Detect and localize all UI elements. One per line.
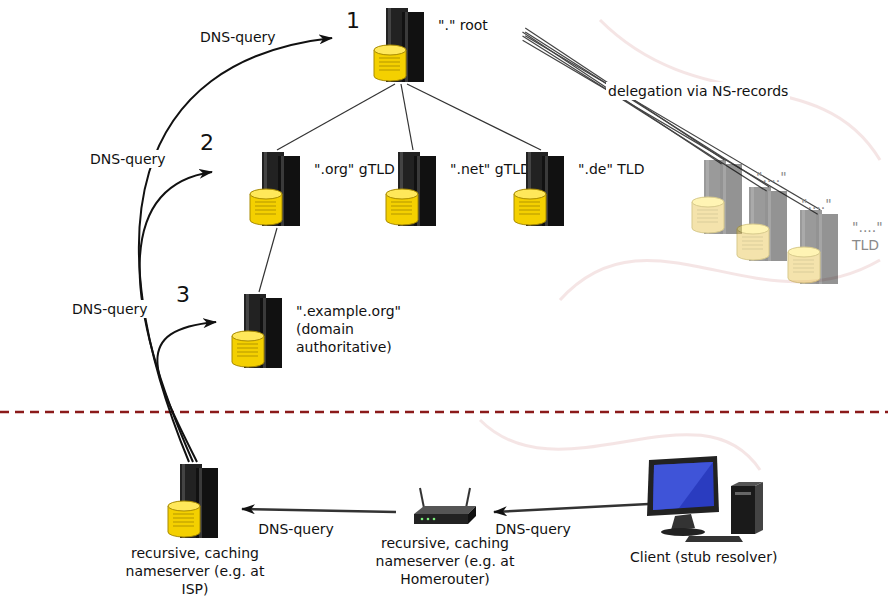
hierarchy-line [407,84,541,150]
node-label: ".org" gTLD [314,160,395,178]
node-label: "." root [438,16,488,34]
server-icon [690,158,748,236]
node-label: recursive, caching nameserver (e.g. at I… [110,544,280,598]
client-node: Client (stub resolver) [630,456,777,566]
router-icon [410,486,480,530]
hierarchy-line [401,84,413,150]
nameserver-node: ".org" gTLD [248,150,395,228]
node-label: ".example.org" (domain authoritative) [296,302,446,356]
nameserver-node: ".net" gTLD [384,150,531,228]
edge-label: DNS-query [493,520,573,538]
server-icon [512,150,570,228]
edge-label: delegation via NS-records [606,82,790,100]
nameserver-node: "." root [372,6,488,84]
server-icon [372,6,430,84]
edge-label: DNS-query [198,28,278,46]
hierarchy-line [259,228,277,292]
hierarchy-line [494,504,649,512]
dna-watermark [480,20,880,470]
server-icon [786,208,844,286]
hierarchy-line [242,509,396,512]
step-number: 2 [200,130,214,155]
node-label: ".de" TLD [578,160,644,178]
edge-label: DNS-query [256,520,336,538]
network-boundary [0,411,888,414]
computer-icon [639,456,769,544]
step-number: 1 [346,8,360,33]
server-icon [735,185,793,263]
step-number: 3 [176,282,190,307]
delegation-line [523,36,821,214]
node-label: recursive, caching nameserver (e.g. at H… [360,534,530,588]
server-icon [166,462,224,540]
node-label: "...." TLD [852,218,888,254]
edge-label: DNS-query [70,300,150,318]
nameserver-node: ".example.org" (domain authoritative) [230,292,446,370]
edge-label: DNS-query [88,150,168,168]
node-label: "...." [756,168,787,186]
nameserver-node: ".de" TLD [512,150,644,228]
node-label: ".net" gTLD [450,160,531,178]
query-arrow [139,38,332,462]
query-arrow [157,322,216,462]
hierarchy-line [277,84,395,150]
server-icon [384,150,442,228]
server-icon [248,150,306,228]
nameserver-node: "...." TLD [786,208,888,286]
nameserver-node: recursive, caching nameserver (e.g. at I… [110,462,280,598]
node-label: Client (stub resolver) [630,548,777,566]
server-icon [230,292,288,370]
